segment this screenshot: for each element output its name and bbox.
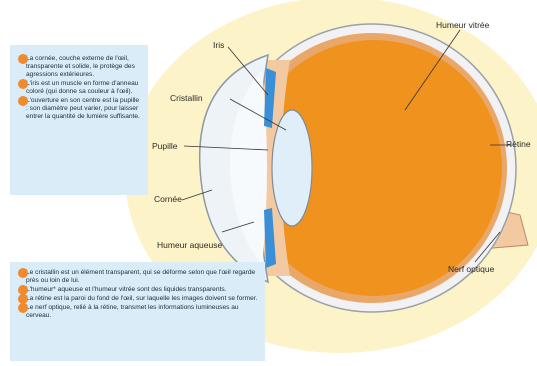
info-text: L'ouverture en son centre est la pupille… xyxy=(26,97,140,120)
lens-shape xyxy=(272,110,312,226)
label-humeur-aqueuse: Humeur aqueuse xyxy=(157,240,222,250)
info-text: La rétine est la paroi du fond de l'œil,… xyxy=(26,295,257,302)
label-iris: Iris xyxy=(213,40,224,50)
info-text: La cornée, couche externe de l'œil, tran… xyxy=(26,55,135,78)
info-text: Le nerf optique, relié à la rétine, tran… xyxy=(26,304,239,319)
info-paragraph: La cornée, couche externe de l'œil, tran… xyxy=(26,55,142,79)
info-box-top: La cornée, couche externe de l'œil, tran… xyxy=(10,45,148,195)
info-text: L'humeur* aqueuse et l'humeur vitrée son… xyxy=(26,286,226,293)
info-box-bottom: Le cristallin est un élément transparent… xyxy=(10,262,265,361)
bullet-dot xyxy=(18,96,28,106)
info-text: Le cristallin est un élément transparent… xyxy=(26,269,255,284)
bullet-dot xyxy=(18,303,28,313)
info-paragraph: L'iris est un muscle en forme d'anneau c… xyxy=(26,80,142,96)
info-text: L'iris est un muscle en forme d'anneau c… xyxy=(26,80,138,95)
label-cristallin: Cristallin xyxy=(170,93,203,103)
bullet-dot xyxy=(18,54,28,64)
info-paragraph: La rétine est la paroi du fond de l'œil,… xyxy=(26,295,259,303)
label-pupille: Pupille xyxy=(152,141,178,151)
info-paragraph: Le nerf optique, relié à la rétine, tran… xyxy=(26,304,259,320)
label-retine: Rétine xyxy=(506,139,531,149)
bullet-dot xyxy=(18,79,28,89)
label-cornee: Cornée xyxy=(154,194,182,204)
info-paragraph: L'ouverture en son centre est la pupille… xyxy=(26,97,142,121)
info-paragraph: L'humeur* aqueuse et l'humeur vitrée son… xyxy=(26,286,259,294)
info-paragraph: Le cristallin est un élément transparent… xyxy=(26,269,259,285)
bullet-dot xyxy=(18,268,28,278)
label-nerf-optique: Nerf optique xyxy=(448,264,494,274)
label-humeur-vitree: Humeur vitrée xyxy=(436,20,489,30)
